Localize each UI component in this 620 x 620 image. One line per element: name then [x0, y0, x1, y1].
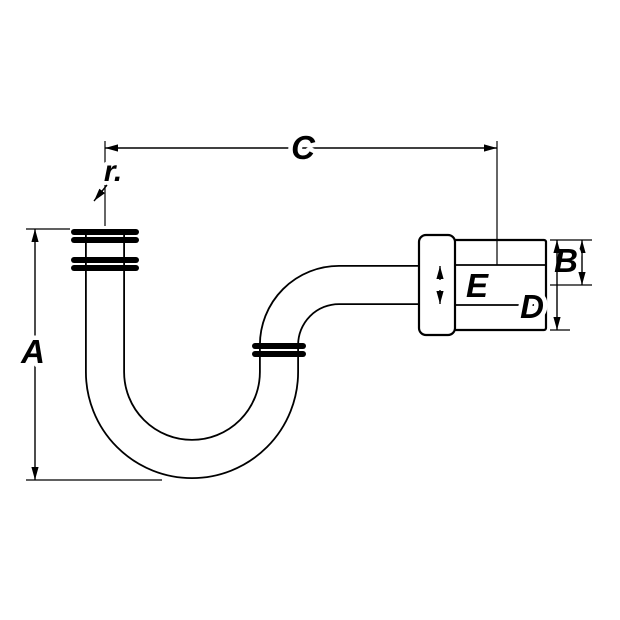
inlet-slipnut-band	[71, 229, 139, 235]
dim-label-r: r.	[104, 155, 122, 188]
inlet-slipnut-band	[71, 237, 139, 243]
riser-slipnut-band	[252, 351, 306, 357]
p-trap-drawing	[71, 229, 548, 479]
dimension-r: r.	[93, 151, 126, 202]
dimension-a: A	[16, 228, 162, 481]
inlet-washer-band	[71, 265, 139, 271]
compression-nut	[417, 233, 457, 337]
dimension-c: C	[104, 125, 498, 265]
dimension-d: D	[516, 240, 561, 330]
trap-tube-bore	[86, 230, 430, 478]
dim-label-d: D	[520, 288, 544, 325]
dim-label-a: A	[20, 333, 45, 370]
inlet-washer-band	[71, 257, 139, 263]
dimension-b: B	[550, 238, 586, 285]
riser-slipnut-band	[252, 343, 306, 349]
dim-label-c: C	[291, 129, 316, 166]
dim-label-e: E	[466, 267, 489, 304]
dimension-leader-r	[93, 184, 108, 202]
